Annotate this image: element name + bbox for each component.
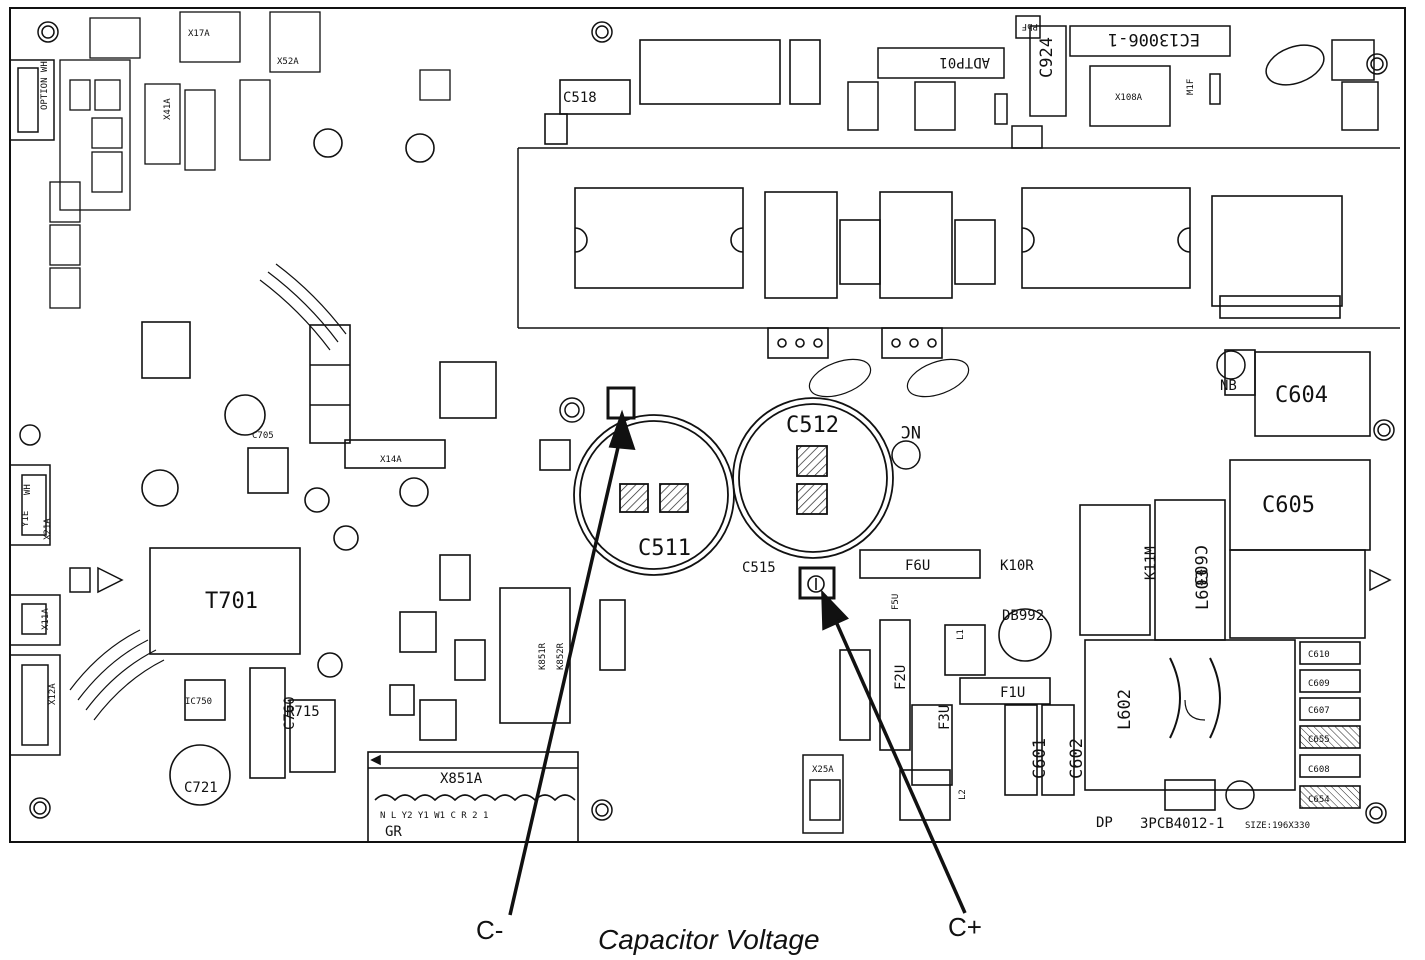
decorative-arcs xyxy=(69,263,1221,739)
label-c705: C705 xyxy=(252,431,274,441)
component-labels: C511 C512 C518 C515 C604 C605 C603 L603 … xyxy=(21,21,1330,840)
connector-x25a xyxy=(802,754,844,834)
label-c604: C604 xyxy=(1275,383,1328,408)
label-term-pins: N L Y2 Y1 W1 C R 2 1 xyxy=(380,811,488,821)
pbf-tag: PbF xyxy=(1022,21,1038,31)
label-c610: C610 xyxy=(1308,650,1330,660)
label-x17a: X17A xyxy=(188,29,210,39)
label-k851r: K851R xyxy=(538,642,548,670)
label-c609: C609 xyxy=(1308,679,1330,689)
label-r715: R715 xyxy=(286,704,320,720)
label-x11a: X11A xyxy=(41,608,51,630)
label-c655: C655 xyxy=(1308,735,1330,745)
right-passives xyxy=(839,349,1371,821)
label-k11m: K11M xyxy=(1143,546,1159,580)
left-components xyxy=(141,128,626,806)
label-wh: WH xyxy=(23,484,33,495)
label-f5u: F5U xyxy=(891,594,901,610)
left-connectors xyxy=(9,59,1392,756)
label-f1u: F1U xyxy=(1000,685,1025,701)
label-c760: C760 xyxy=(282,696,298,730)
label-m1f: M1F xyxy=(1186,79,1196,95)
label-c515: C515 xyxy=(742,560,776,576)
label-x851a: X851A xyxy=(440,771,483,787)
top-right-components xyxy=(847,15,1379,149)
board-size: SIZE:196X330 xyxy=(1245,821,1310,831)
label-f3u: F3U xyxy=(937,705,953,730)
callout-c-minus: C- xyxy=(476,915,504,945)
label-option-wh: OPTION WH xyxy=(40,61,50,110)
label-gr: GR xyxy=(385,824,402,840)
board-outline xyxy=(9,7,1406,843)
label-c721: C721 xyxy=(184,780,218,796)
top-left-connectors xyxy=(49,11,451,309)
label-ic750: IC750 xyxy=(185,697,212,707)
callout-c-plus: C+ xyxy=(948,912,982,942)
label-c924: C924 xyxy=(1037,37,1057,78)
label-nc: NC xyxy=(901,421,921,441)
label-c608: C608 xyxy=(1308,765,1330,775)
label-f2u: F2U xyxy=(893,665,909,690)
label-c518: C518 xyxy=(563,90,597,106)
dp-tag: DP xyxy=(1096,815,1113,831)
label-l1: L1 xyxy=(956,629,966,640)
mounting-holes xyxy=(19,21,1395,824)
label-f6u: F6U xyxy=(905,558,930,574)
label-c603: C603 xyxy=(1190,545,1210,586)
label-c654: C654 xyxy=(1308,795,1330,805)
label-x12a: X12A xyxy=(48,683,58,705)
label-x108a: X108A xyxy=(1115,93,1143,103)
label-db992: DB992 xyxy=(1002,608,1044,624)
board-part-number: 3PCB4012-1 xyxy=(1140,816,1224,832)
label-x14a: X14A xyxy=(380,455,402,465)
board-code-top: EC13006-1 xyxy=(1108,29,1200,49)
label-x52a: X52A xyxy=(277,57,299,67)
label-c511: C511 xyxy=(638,536,691,561)
figure-caption: Capacitor Voltage xyxy=(598,924,820,955)
label-k10r: K10R xyxy=(1000,558,1034,574)
label-c601: C601 xyxy=(1030,738,1050,779)
label-c512: C512 xyxy=(786,413,839,438)
label-x25a: X25A xyxy=(812,765,834,775)
label-x41a: X41A xyxy=(163,98,173,120)
label-nb: NB xyxy=(1220,378,1237,394)
board-code-adt: ADTP01 xyxy=(939,54,990,70)
capacitor-c512 xyxy=(732,397,894,559)
label-y1e: Y1E xyxy=(21,511,31,527)
power-modules xyxy=(544,39,1343,600)
label-l602: L602 xyxy=(1115,689,1135,730)
label-t701: T701 xyxy=(205,589,258,614)
label-c605: C605 xyxy=(1262,493,1315,518)
label-c607: C607 xyxy=(1308,706,1330,716)
label-x21a: X21A xyxy=(43,518,53,540)
label-k852r: K852R xyxy=(556,642,566,670)
label-l603: L603 xyxy=(1193,569,1213,610)
callout-arrows xyxy=(508,409,967,916)
label-c602: C602 xyxy=(1067,738,1087,779)
label-l2: L2 xyxy=(958,789,968,800)
